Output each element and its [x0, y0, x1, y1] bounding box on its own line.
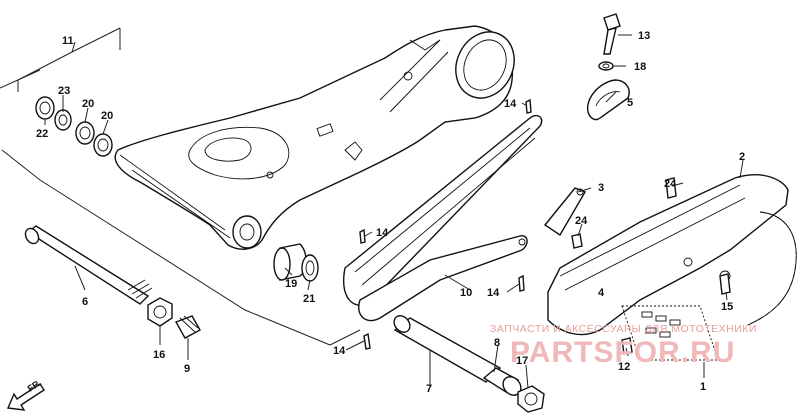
chain-decal	[621, 305, 719, 361]
callout-3: 3	[598, 182, 604, 194]
callout-16: 16	[153, 349, 165, 361]
watermark-tagline: ЗАПЧАСТИ И АКСЕССУАРЫ ДЛЯ МОТОТЕХНИКИ	[490, 323, 757, 335]
callout-18: 18	[634, 61, 646, 73]
callout-9: 9	[184, 363, 190, 375]
pivot-bolt	[24, 225, 153, 305]
callout-4: 4	[598, 287, 605, 299]
callout-14a: 14	[504, 98, 517, 110]
callout-labels: 11 23 22 20 20 19 21 6 16 9 10 7 8 17 3 …	[36, 30, 745, 395]
watermark: ЗАПЧАСТИ И АКСЕССУАРЫ ДЛЯ МОТОТЕХНИКИ PA…	[490, 323, 757, 369]
callout-1: 1	[700, 381, 706, 393]
callout-13: 13	[638, 30, 650, 42]
callout-6: 6	[82, 296, 88, 308]
callout-24b: 24	[575, 215, 588, 227]
washer-18	[598, 61, 614, 71]
callout-8: 8	[494, 337, 500, 349]
watermark-brand: PARTSFOR.RU	[510, 336, 735, 369]
callout-23: 23	[58, 85, 70, 97]
callout-11: 11	[62, 35, 74, 47]
callout-20a: 20	[82, 98, 94, 110]
guard-bracket	[543, 187, 587, 249]
pivot-nut	[147, 297, 173, 327]
pivot-adjuster	[174, 315, 201, 339]
callout-7: 7	[426, 383, 432, 395]
callout-14b: 14	[376, 227, 389, 239]
callout-2: 2	[739, 151, 745, 163]
callout-14c: 14	[487, 287, 500, 299]
case-bolts	[621, 177, 731, 355]
drive-chain	[747, 211, 797, 326]
callout-24a: 24	[664, 178, 677, 190]
pivot-bearings-right	[273, 243, 319, 282]
chain-case	[547, 174, 789, 336]
callout-12: 12	[618, 361, 630, 373]
callout-19: 19	[285, 278, 297, 290]
bolt-13	[603, 13, 621, 55]
callout-15: 15	[721, 301, 733, 313]
axle-nut	[517, 385, 545, 413]
callout-14d: 14	[333, 345, 346, 357]
spacer-collar	[393, 315, 522, 396]
chain-slider	[342, 114, 543, 322]
callout-20b: 20	[101, 110, 113, 122]
slider-bolts	[359, 98, 532, 350]
callout-21: 21	[303, 293, 315, 305]
leader-lines	[44, 34, 744, 389]
front-direction-arrow: FR.	[6, 377, 45, 411]
callout-10: 10	[460, 287, 472, 299]
pivot-seals-left	[35, 96, 113, 157]
callout-22: 22	[36, 128, 48, 140]
callout-17: 17	[516, 355, 528, 367]
callout-5: 5	[627, 97, 633, 109]
swingarm	[114, 25, 515, 250]
